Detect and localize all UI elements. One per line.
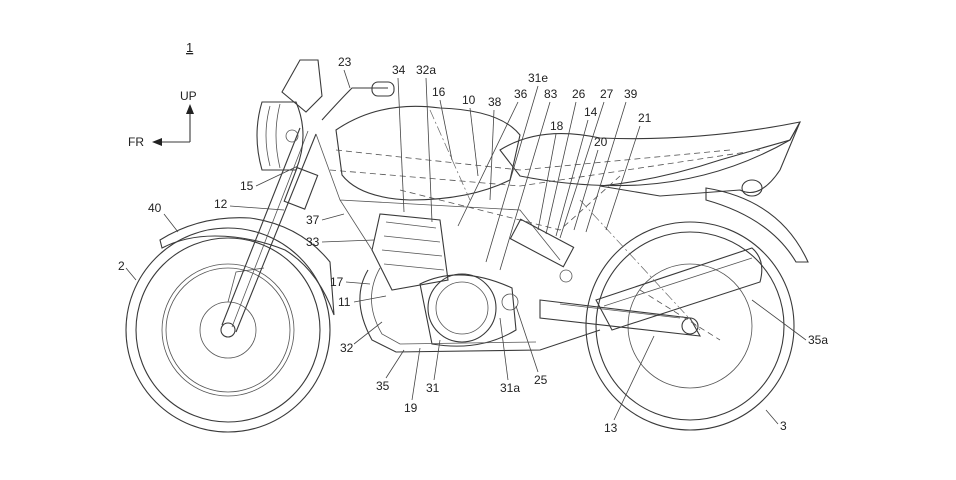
- ref-19: 19: [404, 401, 418, 415]
- ref-35: 35: [376, 379, 390, 393]
- ref-31e: 31e: [528, 71, 548, 85]
- rear-wheel: [585, 221, 795, 431]
- ref-40: 40: [148, 201, 162, 215]
- up-label: UP: [180, 89, 197, 103]
- ref-13: 13: [604, 421, 618, 435]
- ref-38: 38: [488, 95, 502, 109]
- ref-20: 20: [594, 135, 608, 149]
- rear-fender: [705, 187, 809, 263]
- rear-shock: [509, 218, 575, 283]
- ref-31a: 31a: [500, 381, 520, 395]
- ref-12: 12: [214, 197, 228, 211]
- ref-14: 14: [584, 105, 598, 119]
- ref-17: 17: [330, 275, 344, 289]
- ref-36: 36: [514, 87, 528, 101]
- frame-tubes: [329, 109, 761, 341]
- ref-39: 39: [624, 87, 638, 101]
- front-fender: [159, 217, 335, 316]
- ref-2: 2: [118, 259, 125, 273]
- orientation-indicator: UP FR: [128, 89, 197, 149]
- ref-25: 25: [534, 373, 548, 387]
- ref-33: 33: [306, 235, 320, 249]
- ref-32: 32: [340, 341, 354, 355]
- front-wheel: [125, 227, 331, 433]
- engine: [371, 213, 519, 347]
- main-frame: [315, 133, 561, 261]
- ref-34: 34: [392, 63, 406, 77]
- ref-26: 26: [572, 87, 586, 101]
- ref-16: 16: [432, 85, 446, 99]
- handlebar: [321, 81, 395, 121]
- ref-27: 27: [600, 87, 614, 101]
- ref-3: 3: [780, 419, 787, 433]
- fuel-tank: [335, 105, 521, 201]
- reference-labels: 23 34 32a 16 10 38 36 31e 83 26 27 14 39…: [118, 55, 828, 435]
- ref-37: 37: [306, 213, 320, 227]
- front-fork: [221, 127, 319, 333]
- windscreen: [281, 59, 323, 113]
- ref-18: 18: [550, 119, 564, 133]
- ref-32a: 32a: [416, 63, 436, 77]
- ref-11: 11: [338, 295, 351, 309]
- ref-35a: 35a: [808, 333, 828, 347]
- ref-31: 31: [426, 381, 440, 395]
- ref-21: 21: [638, 111, 652, 125]
- swingarm: [539, 299, 701, 337]
- exhaust-pipe: [359, 269, 601, 353]
- ref-10: 10: [462, 93, 476, 107]
- front-arrow-head: [152, 138, 162, 146]
- ref-83: 83: [544, 87, 558, 101]
- figure-number: 1: [186, 40, 193, 55]
- up-arrow-head: [186, 104, 194, 114]
- rear-cowl: [599, 121, 801, 197]
- ref-23: 23: [338, 55, 352, 69]
- tail-light: [741, 179, 763, 197]
- muffler: [595, 247, 763, 331]
- front-label: FR: [128, 135, 144, 149]
- headlight: [256, 101, 304, 171]
- ref-15: 15: [240, 179, 254, 193]
- seat: [499, 121, 802, 187]
